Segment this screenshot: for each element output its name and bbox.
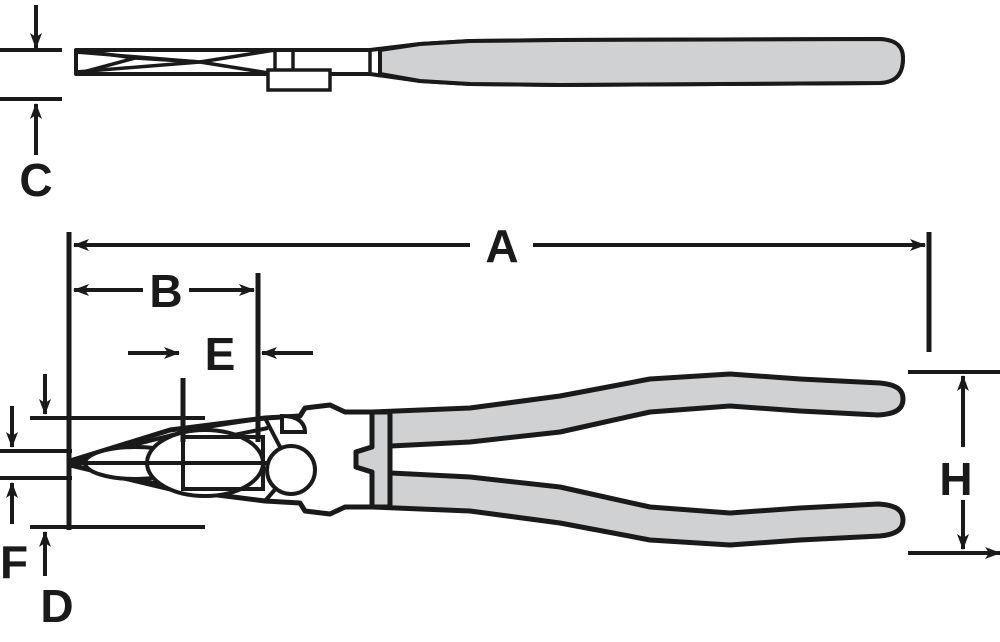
plan-taper-lower-right [199,60,276,76]
lower-handle-arm [369,469,906,548]
dimension-E: E [128,328,313,442]
side-edge-view [74,37,905,92]
dimension-D: D [30,374,205,632]
dimension-label-A: A [485,220,518,272]
dimension-A: A [66,220,932,530]
plan-handle-fill [378,37,905,87]
head-handle-transition [353,409,393,510]
dimension-label-E: E [205,328,236,380]
upper-handle-arm [369,371,906,450]
plan-taper-upper-right [199,48,276,64]
dimension-F: F [0,406,72,588]
dimension-label-F: F [0,536,28,588]
dimension-label-D: D [40,580,73,632]
plan-view [67,371,906,548]
dimension-H: H [908,370,1000,559]
cutter-circle [265,444,317,496]
plan-rivet-box [266,68,332,92]
joint-notch [280,413,308,434]
dimension-label-B: B [149,265,182,317]
dimension-label-H: H [939,453,972,505]
dimension-label-C: C [19,154,52,206]
dimension-C: C [0,5,62,206]
